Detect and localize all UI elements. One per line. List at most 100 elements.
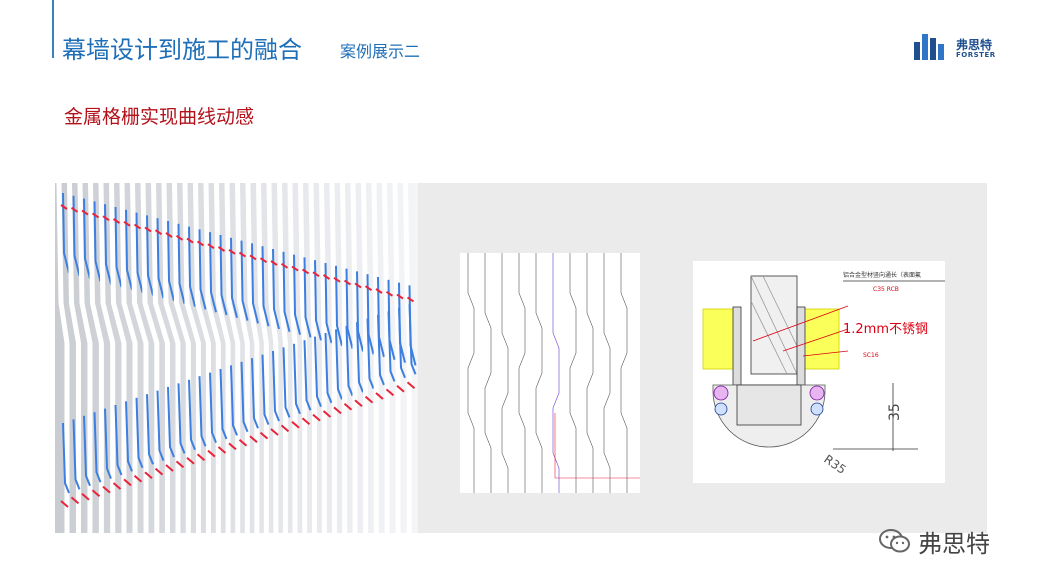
fin-upper-red-mark — [102, 215, 110, 222]
label-c35: C35 RCB — [873, 286, 899, 293]
fin-lower-blue-edge — [251, 358, 259, 429]
grille-fin — [245, 183, 260, 533]
fin-lower-blue-edge — [93, 412, 102, 483]
fin-lower-red-mark — [396, 385, 405, 393]
fin-upper-blue-edge — [219, 234, 228, 316]
fin-lower-red-mark — [217, 446, 227, 454]
fin-upper-red-mark — [60, 204, 68, 210]
forster-logo: 弗思特 FORSTER — [914, 34, 1004, 60]
fin-lower-blue-edge — [209, 372, 217, 443]
label-profile: 铝合金型材竖向通长（表面氟 — [843, 271, 921, 279]
fin-lower-blue-edge — [366, 318, 375, 389]
fin-upper-red-mark — [154, 229, 163, 236]
fin-lower-red-mark — [91, 489, 101, 497]
fin-lower-red-mark — [196, 453, 206, 461]
logo-mark-icon — [914, 34, 944, 60]
fin-lower-blue-edge — [198, 376, 207, 447]
fin-lower-blue-edge — [377, 314, 385, 386]
fin-lower-red-mark — [249, 435, 258, 443]
fin-upper-red-mark — [375, 288, 383, 294]
fin-upper-red-mark — [144, 226, 152, 233]
fin-lower-blue-edge — [83, 415, 91, 487]
fin-lower-blue-edge — [62, 422, 70, 494]
fin-upper-blue-edge — [303, 257, 312, 338]
fin-lower-red-mark — [322, 410, 332, 418]
fin-upper-red-mark — [70, 206, 79, 213]
fin-upper-blue-edge — [282, 251, 291, 333]
fin-lower-blue-edge — [408, 304, 417, 375]
elevation-drawing — [460, 253, 640, 493]
fin-lower-blue-edge — [314, 336, 322, 407]
fin-upper-red-mark — [91, 212, 100, 219]
fin-upper-red-mark — [333, 276, 341, 283]
fin-lower-blue-edge — [324, 332, 333, 404]
fin-lower-blue-edge — [146, 394, 154, 465]
fin-lower-blue-edge — [282, 347, 291, 418]
fin-lower-blue-edge — [167, 386, 175, 458]
fin-upper-red-mark — [343, 279, 352, 286]
fin-upper-red-mark — [259, 257, 268, 264]
fin-upper-red-mark — [249, 254, 257, 261]
elevation-fin-line — [586, 253, 594, 493]
fin-lower-blue-edge — [230, 365, 238, 436]
fin-upper-blue-edge — [146, 215, 154, 296]
fin-upper-blue-edge — [198, 229, 207, 310]
watermark-text: 弗思特 — [918, 529, 990, 558]
grille-fin — [277, 183, 288, 533]
fin-lower-blue-edge — [104, 408, 112, 479]
fin-lower-red-mark — [270, 428, 279, 436]
fin-lower-red-mark — [291, 421, 300, 429]
section-heading: 金属格栅实现曲线动感 — [64, 106, 255, 128]
fin-lower-blue-edge — [240, 361, 249, 433]
grille-render-image — [55, 183, 418, 533]
fin-upper-blue-edge — [72, 195, 81, 277]
elevation-fin-line — [467, 253, 475, 493]
label-mm: 1.2mm不锈钢 — [843, 322, 928, 337]
grille-fin — [329, 183, 337, 533]
fin-upper-blue-edge — [177, 223, 186, 305]
fin-lower-red-mark — [60, 500, 69, 508]
grille-fin — [172, 183, 191, 533]
fin-lower-red-mark — [133, 475, 143, 483]
fin-lower-blue-edge — [114, 404, 123, 476]
fin-upper-blue-edge — [188, 226, 196, 307]
grille-fin — [371, 183, 379, 533]
fin-lower-blue-edge — [156, 390, 165, 461]
grille-fin — [382, 183, 390, 533]
fin-upper-blue-edge — [230, 237, 238, 319]
grille-fin — [119, 183, 138, 533]
fin-upper-blue-edge — [261, 246, 270, 327]
fin-lower-blue-edge — [219, 368, 228, 440]
fin-lower-red-mark — [301, 417, 311, 425]
grille-fin — [340, 183, 348, 533]
fin-lower-red-mark — [144, 471, 153, 479]
elevation-fin-line — [569, 253, 577, 493]
grille-fin — [287, 183, 298, 533]
fin-upper-blue-edge — [62, 192, 70, 274]
fin-lower-red-mark — [102, 485, 111, 494]
fin-upper-blue-edge — [83, 198, 91, 279]
grille-fin — [140, 183, 160, 533]
grille-fin — [203, 183, 221, 533]
header-accent-line — [52, 0, 54, 58]
grille-fin — [182, 183, 201, 533]
fin-lower-blue-edge — [188, 379, 196, 451]
elevation-fin-line — [603, 253, 611, 493]
page-title: 幕墙设计到施工的融合 — [62, 36, 302, 64]
fin-lower-red-mark — [154, 467, 164, 476]
fin-upper-blue-edge — [251, 243, 259, 324]
fin-upper-blue-edge — [272, 248, 280, 330]
elevation-fin-line — [501, 253, 509, 493]
fin-upper-red-mark — [238, 251, 247, 258]
wechat-watermark: 弗思特 — [878, 524, 990, 558]
fin-upper-red-mark — [354, 282, 362, 289]
fin-upper-blue-edge — [125, 209, 133, 291]
fin-upper-blue-edge — [240, 240, 249, 321]
fin-lower-red-mark — [259, 431, 269, 440]
image-panel: 铝合金型材竖向通长（表面氟 C35 RCB 1.2mm不锈钢 SC16 35 R… — [55, 183, 987, 533]
grille-fin — [235, 183, 250, 533]
grille-fin — [193, 183, 211, 533]
fin-lower-blue-edge — [356, 322, 364, 393]
fin-upper-red-mark — [217, 246, 226, 252]
fin-upper-red-mark — [81, 209, 89, 216]
